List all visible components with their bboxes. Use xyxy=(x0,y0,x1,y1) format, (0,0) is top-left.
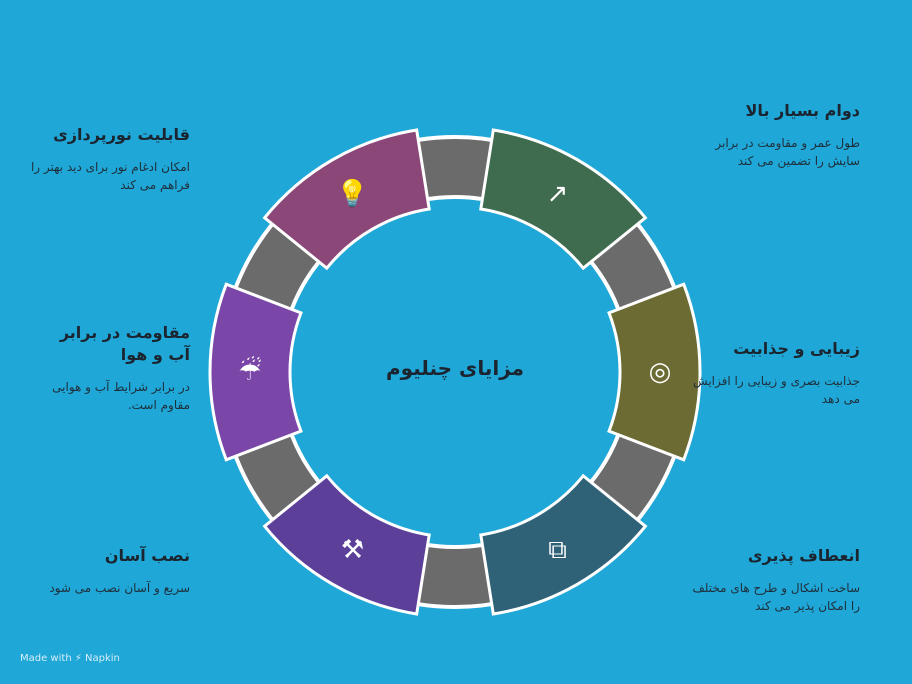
card-weather: مقاومت در برابر آب و هوا در برابر شرایط … xyxy=(20,322,190,414)
shapes-icon: ⧉ xyxy=(548,534,567,565)
card-title: مقاومت در برابر آب و هوا xyxy=(59,323,190,364)
card-title: قابلیت نورپردازی xyxy=(53,125,190,144)
card-title: دوام بسیار بالا xyxy=(745,101,860,120)
target-icon: ◎ xyxy=(648,357,672,387)
segment-weather xyxy=(208,282,303,462)
card-desc: سریع و آسان نصب می شود xyxy=(49,581,190,595)
worker-icon: ⚒ xyxy=(340,534,365,565)
card-desc: ساخت اشکال و طرح های مختلف را امکان پذیر… xyxy=(692,581,860,613)
segment-durability xyxy=(479,128,648,271)
napkin-credit[interactable]: Made with ⚡ Napkin xyxy=(20,653,120,664)
card-title: نصب آسان xyxy=(104,546,190,565)
card-durability: دوام بسیار بالا طول عمر و مقاومت در براب… xyxy=(690,100,860,170)
card-desc: امکان ادغام نور برای دید بهتر را فراهم م… xyxy=(30,160,190,192)
lightbulb-icon: 💡 xyxy=(336,179,369,210)
card-beauty: زیبایی و جذابیت جذابیت بصری و زیبایی را … xyxy=(690,338,860,408)
segment-flexibility xyxy=(479,473,648,616)
card-lighting: قابلیت نورپردازی امکان ادغام نور برای دی… xyxy=(20,124,190,194)
card-title: زیبایی و جذابیت xyxy=(733,339,860,358)
card-desc: جذابیت بصری و زیبایی را افزایش می دهد xyxy=(693,374,860,406)
card-flexibility: انعطاف پذیری ساخت اشکال و طرح های مختلف … xyxy=(690,545,860,615)
segment-lighting xyxy=(262,128,431,271)
trend-up-icon: ↗ xyxy=(546,179,569,210)
card-installation: نصب آسان سریع و آسان نصب می شود xyxy=(20,545,190,597)
card-desc: طول عمر و مقاومت در برابر سایش را تضمین … xyxy=(715,136,860,168)
card-desc: در برابر شرایط آب و هوایی مقاوم است. xyxy=(52,380,190,412)
segment-installation xyxy=(262,473,431,616)
card-title: انعطاف پذیری xyxy=(747,546,860,565)
diagram-title: مزایای چنلیوم xyxy=(385,356,525,380)
rain-wind-icon: ☔ xyxy=(238,357,262,387)
segment-beauty xyxy=(607,282,702,462)
